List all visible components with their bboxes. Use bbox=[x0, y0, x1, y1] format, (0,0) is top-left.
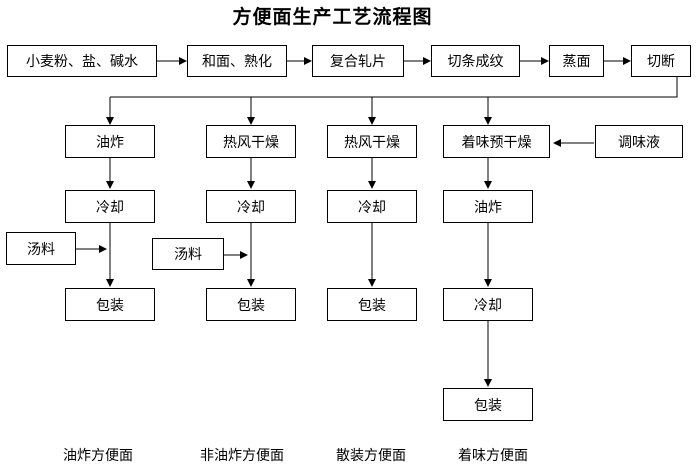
node-nonfried-packaging: 包装 bbox=[206, 288, 296, 321]
node-bulk-packaging: 包装 bbox=[327, 288, 417, 321]
caption-fried: 油炸方便面 bbox=[63, 448, 133, 464]
node-flavored-seasoning: 调味液 bbox=[595, 125, 683, 158]
node-flavored-packaging: 包装 bbox=[443, 388, 533, 421]
node-fried-soup: 汤料 bbox=[6, 232, 76, 265]
node-flavored-frying: 油炸 bbox=[443, 190, 533, 223]
node-fried-packaging: 包装 bbox=[65, 288, 155, 321]
node-nonfried-soup: 汤料 bbox=[152, 238, 224, 270]
node-flavored-cooling: 冷却 bbox=[443, 288, 533, 321]
node-steaming: 蒸面 bbox=[549, 45, 604, 77]
diagram-title: 方便面生产工艺流程图 bbox=[232, 6, 433, 28]
caption-flavored: 着味方便面 bbox=[458, 448, 528, 464]
node-bulk-hot-air-drying: 热风干燥 bbox=[327, 125, 417, 158]
node-mixing-curing: 和面、熟化 bbox=[187, 45, 287, 77]
node-cutting-waving: 切条成纹 bbox=[431, 45, 520, 77]
node-fried-frying: 油炸 bbox=[65, 125, 155, 158]
caption-bulk: 散装方便面 bbox=[336, 448, 406, 464]
node-compound-rolling: 复合轧片 bbox=[312, 45, 404, 77]
node-raw-materials: 小麦粉、盐、碱水 bbox=[7, 45, 157, 77]
node-cutting: 切断 bbox=[631, 45, 691, 77]
node-nonfried-hot-air-drying: 热风干燥 bbox=[206, 125, 296, 158]
node-bulk-cooling: 冷却 bbox=[327, 190, 417, 223]
node-nonfried-cooling: 冷却 bbox=[206, 190, 296, 223]
node-fried-cooling: 冷却 bbox=[65, 190, 155, 223]
caption-non-fried: 非油炸方便面 bbox=[200, 448, 284, 464]
distribution-bus bbox=[110, 77, 678, 98]
node-flavored-predrying: 着味预干燥 bbox=[443, 125, 550, 158]
